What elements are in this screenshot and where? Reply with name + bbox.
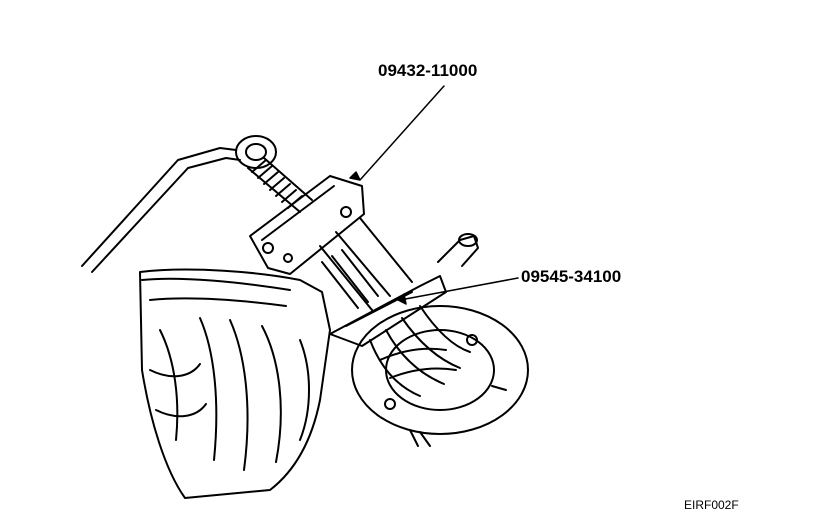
puller-part-number-label: 09432-11000 bbox=[378, 61, 478, 80]
forcing-screw bbox=[247, 157, 313, 213]
puller-bracket bbox=[249, 175, 413, 311]
adapter-part-number-label: 09545-34100 bbox=[521, 267, 622, 286]
leader-lines bbox=[349, 85, 519, 305]
knuckle-housing bbox=[139, 268, 331, 499]
cv-boot bbox=[369, 305, 471, 397]
figure-id-label: EIRF002F bbox=[684, 498, 739, 512]
wheel-hub bbox=[351, 305, 529, 447]
wrench bbox=[81, 135, 277, 273]
